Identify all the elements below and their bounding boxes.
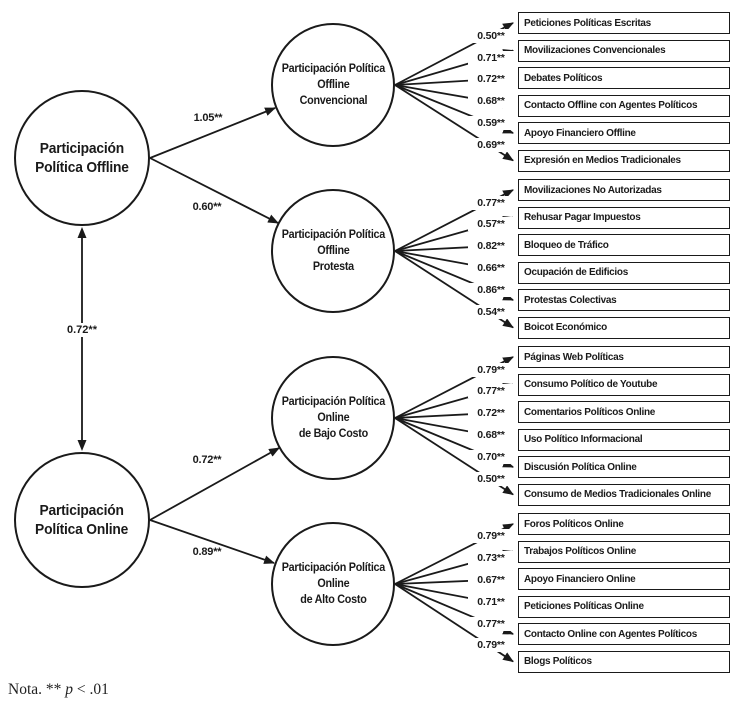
factor-1-label-line3: Convencional xyxy=(299,92,367,107)
note-suffix: < .01 xyxy=(73,681,109,698)
indicator-box: Páginas Web Políticas xyxy=(518,346,730,368)
latent-offline-label-line1: Participación xyxy=(39,139,125,157)
indicator-box: Boicot Económico xyxy=(518,316,730,339)
indicator-box: Protestas Colectivas xyxy=(518,289,730,311)
loading-coefficient: 0.50** xyxy=(468,29,514,43)
latent-online-label-line2: Política Online xyxy=(35,521,129,538)
indicator-box: Expresión en Medios Tradicionales xyxy=(518,149,730,172)
factor-online-bajo-costo-circle: Participación Política Online de Bajo Co… xyxy=(271,356,395,480)
factor-4-label-line3: de Alto Costo xyxy=(299,591,367,606)
latent-online-circle: Participación Política Online xyxy=(14,452,150,588)
loading-coefficient: 0.79** xyxy=(468,638,514,652)
loading-coefficient: 0.50** xyxy=(468,472,514,486)
factor-1-label-line1: Participación Política xyxy=(281,61,385,76)
factor-offline-convencional-circle: Participación Política Offline Convencio… xyxy=(271,23,395,147)
indicator-box: Uso Político Informacional xyxy=(518,428,730,451)
loading-coefficient: 0.72** xyxy=(468,72,514,86)
note-p-symbol: p xyxy=(65,681,74,698)
loading-coefficient: 0.54** xyxy=(468,305,514,319)
note: Nota. ** p < .01 xyxy=(8,681,109,699)
loading-coefficient: 0.86** xyxy=(468,283,514,297)
loading-coefficient: 0.77** xyxy=(468,617,514,631)
factor-3-label-line3: de Bajo Costo xyxy=(298,425,368,440)
path-coefficient-offline-protesta: 0.60** xyxy=(192,201,222,213)
loading-coefficient: 0.82** xyxy=(468,239,514,253)
factor-2-label-line1: Participación Política xyxy=(281,227,385,242)
loading-coefficient: 0.57** xyxy=(468,217,514,231)
arrowhead-up-icon xyxy=(77,227,87,238)
loading-coefficient: 0.68** xyxy=(468,94,514,108)
loading-coefficient: 0.72** xyxy=(468,406,514,420)
indicator-box: Blogs Políticos xyxy=(518,650,730,673)
indicator-box: Peticiones Políticas Escritas xyxy=(518,12,730,34)
indicator-box: Bloqueo de Tráfico xyxy=(518,234,730,256)
path-coefficient-online-bajo-costo: 0.72** xyxy=(192,454,222,466)
loading-coefficient: 0.59** xyxy=(468,116,514,130)
factor-2-label-line3: Protesta xyxy=(312,258,354,273)
latent-online-label-line1: Participación xyxy=(39,501,125,519)
factor-3-label-line1: Participación Política xyxy=(281,394,385,409)
path-coefficient-online-alto-costo: 0.89** xyxy=(192,546,222,558)
loading-coefficient: 0.73** xyxy=(468,551,514,565)
factor-online-alto-costo-circle: Participación Política Online de Alto Co… xyxy=(271,522,395,646)
indicator-box: Movilizaciones Convencionales xyxy=(518,39,730,62)
loading-coefficient: 0.66** xyxy=(468,261,514,275)
indicator-box: Movilizaciones No Autorizadas xyxy=(518,179,730,201)
indicator-box: Foros Políticos Online xyxy=(518,513,730,535)
factor-3-label-line2: Online xyxy=(316,410,349,425)
latent-offline-circle: Participación Política Offline xyxy=(14,90,150,226)
indicator-box: Ocupación de Edificios xyxy=(518,261,730,284)
loading-coefficient: 0.69** xyxy=(468,138,514,152)
indicator-box: Contacto Offline con Agentes Políticos xyxy=(518,94,730,117)
note-prefix: Nota. ** xyxy=(8,681,66,698)
covariance-coefficient: 0.72** xyxy=(57,323,107,337)
indicator-box: Apoyo Financiero Offline xyxy=(518,122,730,144)
latent-offline-label-line2: Política Offline xyxy=(35,159,129,176)
indicator-box: Apoyo Financiero Online xyxy=(518,568,730,590)
factor-1-label-line2: Offline xyxy=(316,77,350,92)
indicator-box: Debates Políticos xyxy=(518,67,730,89)
factor-2-label-line2: Offline xyxy=(316,243,350,258)
indicator-box: Consumo de Medios Tradicionales Online xyxy=(518,483,730,506)
indicator-box: Contacto Online con Agentes Políticos xyxy=(518,623,730,645)
loading-coefficient: 0.68** xyxy=(468,428,514,442)
loading-coefficient: 0.71** xyxy=(468,595,514,609)
loading-coefficient: 0.67** xyxy=(468,573,514,587)
loading-coefficient: 0.70** xyxy=(468,450,514,464)
factor-4-label-line2: Online xyxy=(316,576,349,591)
factor-offline-protesta-circle: Participación Política Offline Protesta xyxy=(271,189,395,313)
path-coefficient-offline-convencional: 1.05** xyxy=(193,112,223,124)
indicator-box: Discusión Política Online xyxy=(518,456,730,478)
indicator-box: Rehusar Pagar Impuestos xyxy=(518,206,730,229)
loading-coefficient: 0.79** xyxy=(468,529,514,543)
loading-coefficient: 0.79** xyxy=(468,363,514,377)
loading-coefficient: 0.71** xyxy=(468,51,514,65)
indicator-box: Trabajos Políticos Online xyxy=(518,540,730,563)
factor-4-label-line1: Participación Política xyxy=(281,560,385,575)
indicator-box: Peticiones Políticas Online xyxy=(518,595,730,618)
loading-coefficient: 0.77** xyxy=(468,384,514,398)
loading-coefficient: 0.77** xyxy=(468,196,514,210)
indicator-box: Consumo Político de Youtube xyxy=(518,373,730,396)
indicator-box: Comentarios Políticos Online xyxy=(518,401,730,423)
arrowhead-down-icon xyxy=(77,440,87,451)
